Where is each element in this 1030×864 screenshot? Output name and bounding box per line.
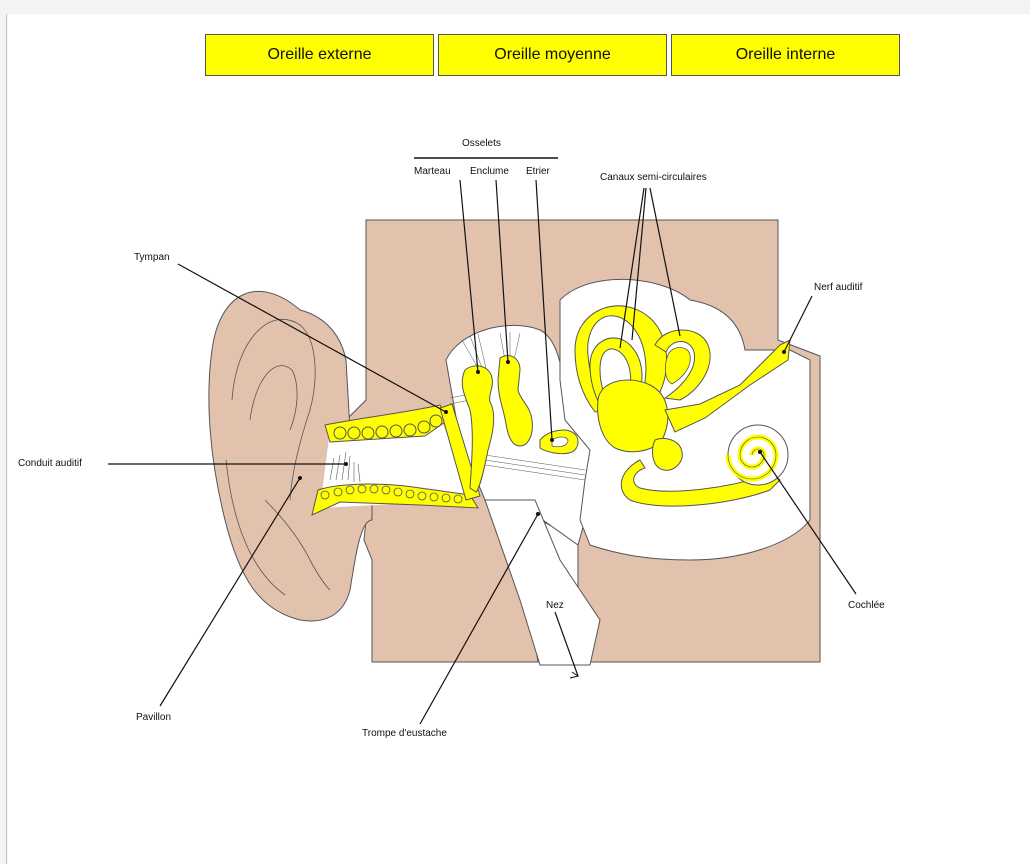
cochlea [728, 425, 788, 485]
label-etrier: Etrier [526, 166, 551, 177]
label-trompe: Trompe d'eustache [362, 728, 447, 739]
label-enclume: Enclume [470, 166, 509, 177]
label-tympan: Tympan [134, 252, 170, 263]
label-canaux: Canaux semi-circulaires [600, 172, 707, 183]
label-marteau: Marteau [414, 166, 451, 177]
label-cochlee: Cochlée [848, 600, 885, 611]
label-osselets: Osselets [462, 138, 501, 149]
vestibule-neck [652, 439, 682, 471]
label-nerf: Nerf auditif [814, 282, 863, 293]
label-nez: Nez [546, 600, 564, 611]
label-conduit: Conduit auditif [18, 458, 82, 469]
label-pavillon: Pavillon [136, 712, 171, 723]
